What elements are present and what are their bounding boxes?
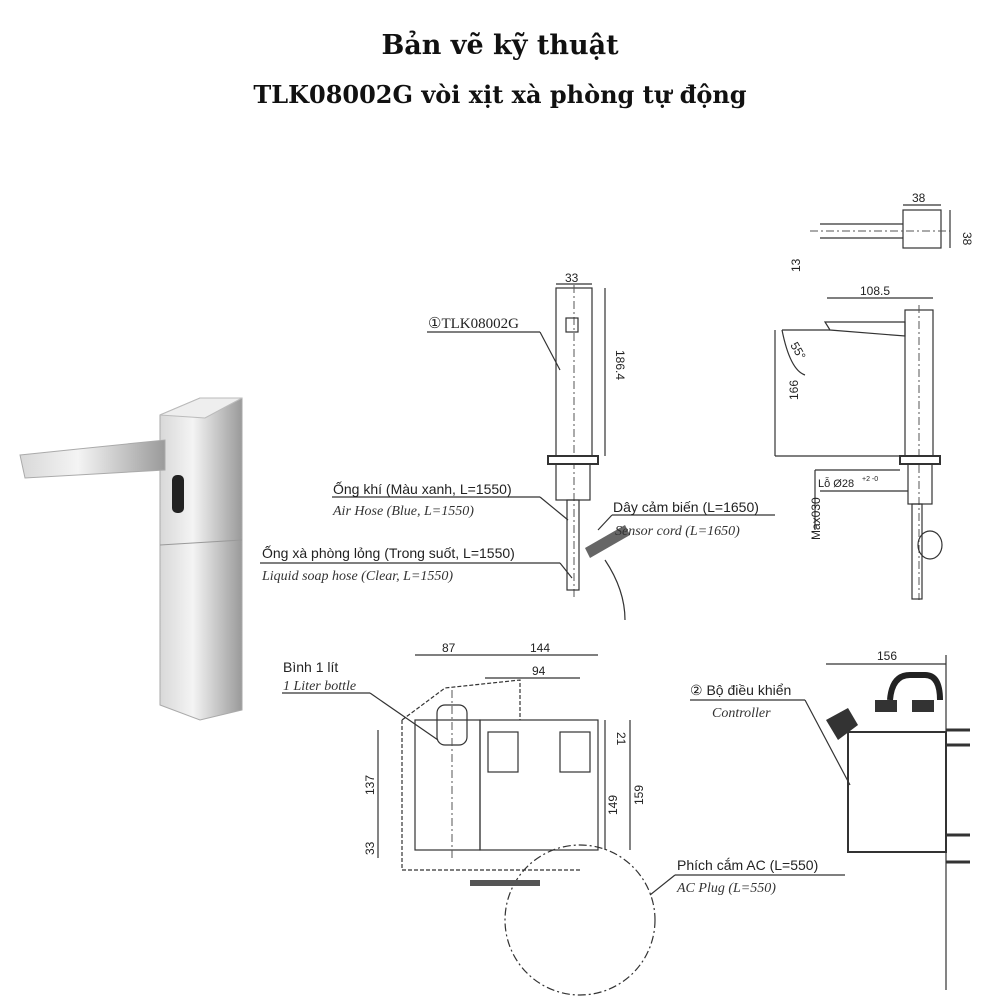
dim-spout: 13 — [789, 258, 803, 272]
front-view: 33 186.4 ①TLK08002G — [427, 271, 630, 621]
dim-144: 144 — [530, 641, 550, 655]
dim-side-height: 166 — [787, 380, 801, 400]
bottle-label: Bình 1 lít — [283, 659, 338, 675]
dim-149: 149 — [606, 795, 620, 815]
dim-87: 87 — [442, 641, 456, 655]
page-title: Bản vẽ kỹ thuật — [381, 30, 619, 61]
air-hose-label: Ống khí (Màu xanh, L=1550) — [333, 480, 512, 497]
sensor-cord-label-en: Sensor cord (L=1650) — [615, 524, 740, 539]
dim-94: 94 — [532, 664, 546, 678]
product-label: ①TLK08002G — [428, 316, 519, 332]
dim-front-height: 186.4 — [613, 350, 627, 380]
side-view: 108.5 55° 166 Lỗ Ø28 +2 -0 Max030 — [774, 284, 943, 600]
ac-plug-label: Phích cắm AC (L=550) — [677, 857, 818, 873]
dim-controller-width: 156 — [877, 649, 897, 663]
dim-front-width: 33 — [565, 271, 579, 285]
ac-plug-label-en: AC Plug (L=550) — [676, 881, 776, 896]
bottle-label-en: 1 Liter bottle — [283, 679, 356, 694]
dim-top-depth: 38 — [960, 232, 974, 246]
air-hose-label-en: Air Hose (Blue, L=1550) — [332, 504, 474, 519]
bottle-assembly: Bình 1 lít 1 Liter bottle 87 144 94 21 1… — [282, 641, 656, 996]
dim-hole: Lỗ Ø28 — [818, 477, 854, 490]
page-subtitle: TLK08002G vòi xịt xà phòng tự động — [253, 80, 747, 109]
dim-max: Max030 — [809, 497, 823, 540]
sensor-cord-label: Dây cảm biến (L=1650) — [613, 499, 759, 515]
soap-hose-label-en: Liquid soap hose (Clear, L=1550) — [261, 569, 453, 584]
dim-hole-tolerance: +2 -0 — [862, 476, 878, 483]
dim-137: 137 — [363, 775, 377, 795]
soap-hose-label: Ống xà phòng lỏng (Trong suốt, L=1550) — [262, 544, 515, 561]
dim-21: 21 — [614, 732, 628, 746]
controller-label-en: Controller — [712, 706, 771, 721]
dim-reach: 108.5 — [860, 284, 890, 298]
controller: 156 ② Bộ điều khiển Controller Phích cắm… — [649, 649, 970, 990]
controller-label: ② Bộ điều khiển — [690, 682, 791, 698]
dim-33: 33 — [363, 841, 377, 855]
hose-labels: Ống khí (Màu xanh, L=1550) Air Hose (Blu… — [260, 480, 775, 584]
dim-159: 159 — [632, 785, 646, 805]
dim-top-width: 38 — [912, 191, 926, 205]
top-view: 38 38 13 — [789, 191, 974, 272]
faucet-photo — [19, 397, 243, 721]
